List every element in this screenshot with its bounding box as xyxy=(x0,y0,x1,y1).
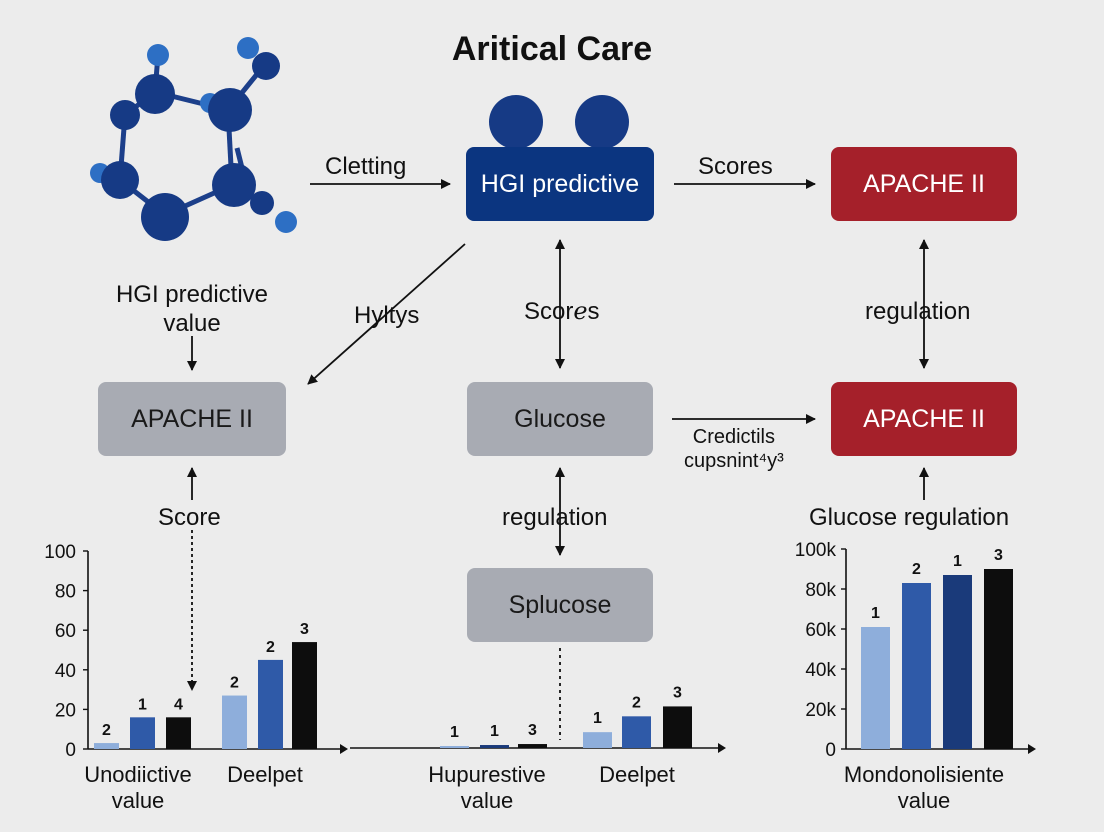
bar xyxy=(984,569,1013,749)
bar xyxy=(130,717,155,749)
label-hyltys: Hyltys xyxy=(354,302,420,329)
bar-data-label: 1 xyxy=(871,605,880,622)
bar-data-label: 2 xyxy=(230,675,239,692)
bar-data-label: 1 xyxy=(953,553,962,570)
page-title: Aritical Care xyxy=(451,30,653,68)
bar xyxy=(440,746,469,748)
node-apache-top-right-label: APACHE II xyxy=(863,169,985,198)
caption-left-group1: Unodiictive value xyxy=(84,762,192,813)
bar-data-label: 2 xyxy=(266,639,275,656)
bar xyxy=(480,745,509,748)
bar-data-label: 3 xyxy=(528,722,537,739)
node-glucose: Glucose xyxy=(467,382,653,456)
caption-mid-group2: Deelpet xyxy=(599,762,675,787)
node-hgi-predictive: HGI predictive xyxy=(466,147,654,221)
node-splucose: Splucose xyxy=(467,568,653,642)
node-apache-top-right: APACHE II xyxy=(831,147,1017,221)
bar xyxy=(292,642,317,749)
label-cletting: Cletting xyxy=(325,153,407,180)
bar-data-label: 3 xyxy=(673,684,682,701)
bar-data-label: 2 xyxy=(912,561,921,578)
node-glucose-label: Glucose xyxy=(514,404,606,433)
right-chart-tick-label: 20k xyxy=(805,700,836,721)
right-chart-tick-label: 60k xyxy=(805,620,836,641)
left-chart-tick-label: 0 xyxy=(65,740,76,761)
left-chart-tick-label: 40 xyxy=(55,661,76,682)
bar xyxy=(902,583,931,749)
node-ball-left xyxy=(489,95,543,149)
bar-data-label: 2 xyxy=(102,722,111,739)
caption-right: Mondonolisiente value xyxy=(843,762,1005,813)
label-glucose-regulation: Glucose regulation xyxy=(809,504,1010,531)
left-chart-x-axis-head xyxy=(340,744,348,754)
label-hgi-value: HGI predictive value xyxy=(115,281,269,337)
bar xyxy=(222,695,247,749)
left-chart-tick-label: 80 xyxy=(55,582,76,603)
left-chart-tick-label: 100 xyxy=(44,542,76,563)
right-chart-tick-label: 40k xyxy=(805,660,836,681)
bar xyxy=(583,732,612,748)
node-apache-left: APACHE II xyxy=(98,382,286,456)
node-apache-mid-right: APACHE II xyxy=(831,382,1017,456)
label-credictils: Credictils cupsnint⁴y³ xyxy=(684,426,784,472)
node-splucose-label: Splucose xyxy=(508,590,612,619)
bar xyxy=(518,744,547,748)
right-chart-tick-label: 80k xyxy=(805,580,836,601)
left-chart-tick-label: 60 xyxy=(55,621,76,642)
bar xyxy=(622,716,651,748)
right-chart-tick-label: 100k xyxy=(795,540,837,561)
right-chart-x-axis-head xyxy=(1028,744,1036,754)
caption-mid-group1: Hupurestive value xyxy=(428,762,546,813)
label-regulation-right: regulation xyxy=(865,298,971,325)
bar-data-label: 3 xyxy=(300,621,309,638)
label-score: Score xyxy=(158,504,221,531)
bar xyxy=(94,743,119,749)
bar-data-label: 3 xyxy=(994,547,1003,564)
bar-data-label: 1 xyxy=(450,724,459,741)
bar xyxy=(663,706,692,748)
bar xyxy=(943,575,972,749)
label-regulation-mid: regulation xyxy=(502,504,608,531)
bar xyxy=(861,627,890,749)
caption-left-group2: Deelpet xyxy=(227,762,303,787)
arrow-hyltys xyxy=(307,243,466,385)
bar xyxy=(166,717,191,749)
right-chart-tick-label: 0 xyxy=(825,740,836,761)
bar xyxy=(258,659,283,749)
label-scores-mid: Scorℯs xyxy=(524,298,600,325)
bar-data-label: 2 xyxy=(632,694,641,711)
label-scores-top: Scores xyxy=(698,153,773,180)
bar-data-label: 1 xyxy=(593,710,602,727)
left-chart-tick-label: 20 xyxy=(55,700,76,721)
node-hgi-predictive-label: HGI predictive xyxy=(480,169,640,198)
node-apache-left-label: APACHE II xyxy=(131,404,253,433)
bar-data-label: 1 xyxy=(490,723,499,740)
node-ball-right xyxy=(575,95,629,149)
bar-data-label: 4 xyxy=(174,696,183,713)
node-apache-mid-right-label: APACHE II xyxy=(863,404,985,433)
bar-data-label: 1 xyxy=(138,696,147,713)
middle-chart-x-axis-head xyxy=(718,743,726,753)
